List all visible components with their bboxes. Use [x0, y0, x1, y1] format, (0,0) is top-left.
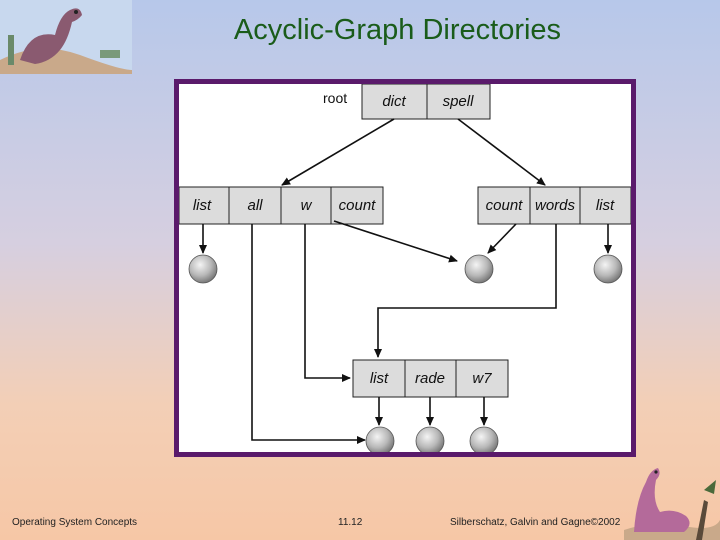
spell-entry-words-label: words [535, 197, 576, 214]
spell-entry-list-label: list [596, 197, 615, 214]
dict-entry-all-label: all [247, 197, 263, 214]
slide-title: Acyclic-Graph Directories [233, 14, 562, 46]
dict-entry-count [330, 186, 384, 225]
footer-copyright: Silberschatz, Galvin and Gagne©2002 [450, 517, 621, 528]
root-entry-dict-label: dict [382, 93, 406, 110]
edge-words-to-shareddir [374, 224, 557, 358]
shared-entry-list-label: list [370, 370, 389, 387]
file-node [188, 254, 218, 284]
acyclic-graph-diagram: root dict spell list all w count [179, 84, 631, 452]
root-label: root [323, 90, 347, 106]
spell-entry-count-label: count [486, 197, 524, 214]
file-node [469, 426, 499, 452]
diagram-canvas: root dict spell list all w count [179, 84, 631, 452]
dict-entry-list [179, 186, 230, 225]
shared-entry-w7 [455, 359, 509, 398]
file-node [365, 426, 395, 452]
root-directory: dict spell [361, 84, 491, 120]
dict-entry-w-label: w [301, 197, 313, 214]
file-node [415, 426, 445, 452]
spell-entry-list [579, 186, 631, 225]
spell-entry-count [477, 186, 531, 225]
edge-dict-to-dictdir [281, 118, 395, 186]
file-nodes [188, 254, 623, 452]
spell-entry-words [529, 186, 581, 225]
edge-w-to-shareddir [304, 224, 351, 382]
root-entry-spell [426, 84, 491, 120]
spell-directory: count words list [477, 186, 631, 225]
file-node [593, 254, 623, 284]
shared-entry-list [352, 359, 406, 398]
diagram-frame: root dict spell list all w count [174, 79, 636, 457]
edge-all-to-file [251, 224, 366, 444]
footer-page-number: 11.12 [338, 517, 363, 528]
shared-entry-w7-label: w7 [472, 370, 492, 387]
dict-entry-list-label: list [193, 197, 212, 214]
dinosaur-logo-bottom [624, 468, 720, 540]
shared-directory: list rade w7 [352, 359, 509, 398]
dict-entry-w [280, 186, 332, 225]
shared-entry-rade [404, 359, 457, 398]
dict-entry-count-label: count [339, 197, 377, 214]
graph-edges [199, 118, 612, 444]
footer-course: Operating System Concepts [12, 517, 138, 528]
dict-directory: list all w count [179, 186, 384, 225]
edge-dict-count-file [333, 220, 458, 263]
shared-entry-rade-label: rade [415, 370, 445, 387]
edge-spell-count-file [487, 223, 517, 254]
dinosaur-logo-top [0, 0, 132, 74]
edge-spell-to-spelldir [457, 118, 546, 186]
file-node [464, 254, 494, 284]
root-entry-spell-label: spell [443, 93, 475, 110]
